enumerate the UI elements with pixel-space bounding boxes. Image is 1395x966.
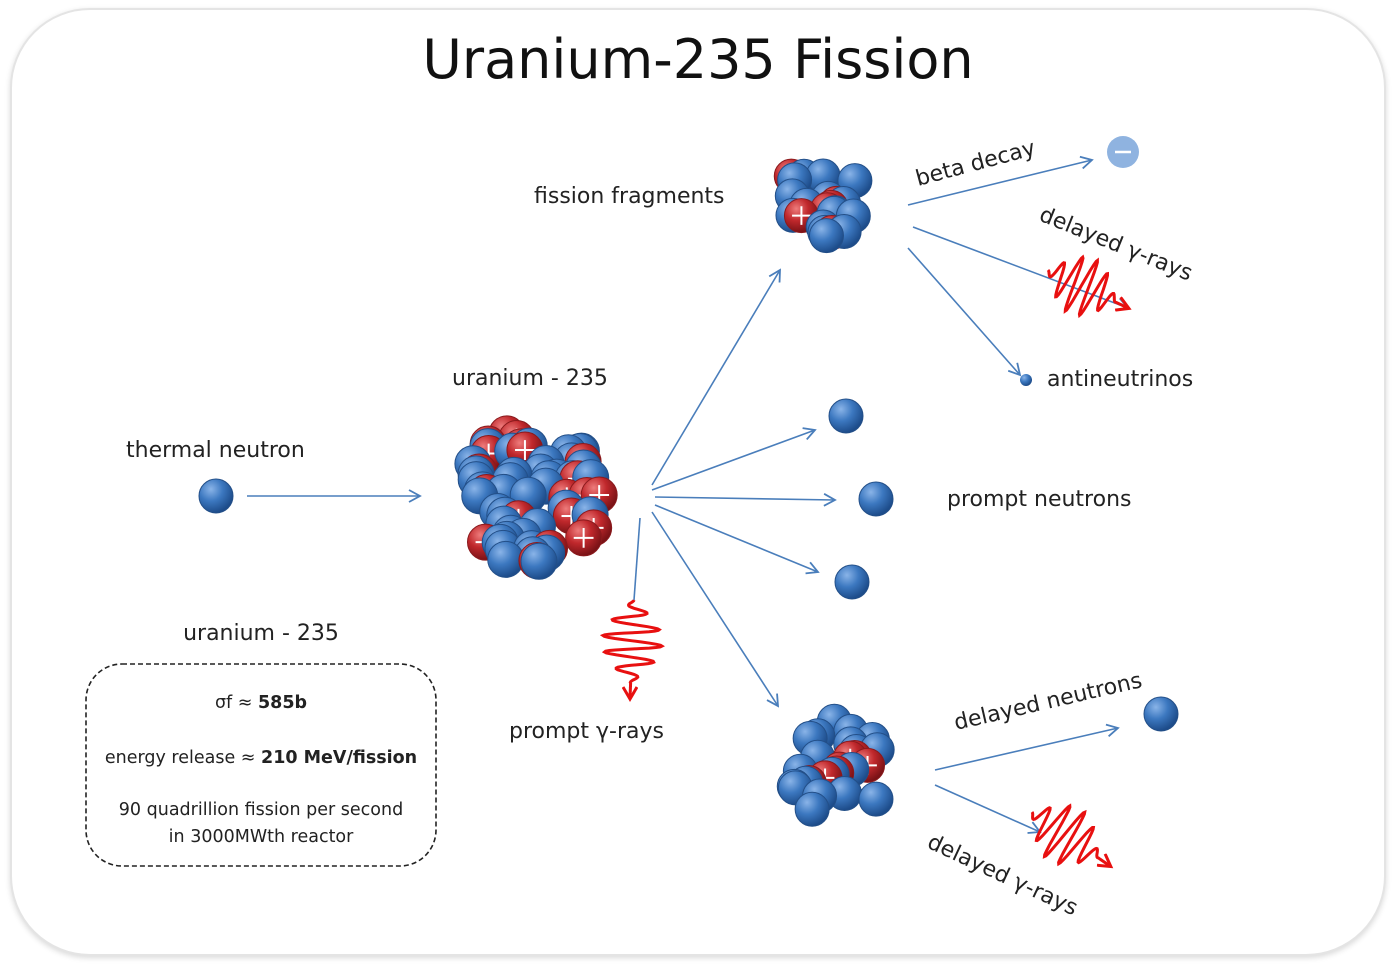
- fission-rate-line2: in 3000MWth reactor: [169, 827, 354, 847]
- diagram-frame: [10, 8, 1386, 956]
- fission-fragment-bottom: [776, 703, 895, 827]
- neutron: [520, 542, 558, 580]
- neutron-ball: [834, 564, 870, 600]
- uranium-235-nucleus: [454, 415, 618, 580]
- label-antineutrinos: antineutrinos: [1047, 367, 1193, 392]
- plus-icon: [515, 440, 535, 460]
- fission-fragment-top: [773, 158, 873, 254]
- gamma-ray-wave-icon: [1046, 254, 1128, 319]
- label-prompt-gamma: prompt γ-rays: [509, 719, 664, 744]
- neutron: [858, 781, 894, 817]
- arrow: [654, 504, 820, 575]
- label-fission-fragments: fission fragments: [534, 184, 725, 209]
- arrow: [651, 268, 781, 486]
- label-info-heading: uranium - 235: [183, 621, 339, 646]
- label-beta-decay: beta decay: [913, 136, 1038, 192]
- arrows: [247, 155, 1130, 834]
- neutron: [794, 791, 830, 827]
- gamma-ray-wave-icon: [1030, 803, 1110, 866]
- neutron-ball: [198, 478, 234, 514]
- energy-release: energy release ≈ 210 MeV/fission: [105, 748, 417, 768]
- neutron: [808, 218, 844, 254]
- label-delayed-gamma-top: delayed γ-rays: [1036, 202, 1196, 286]
- neutron: [487, 540, 525, 578]
- arrow: [907, 247, 1022, 377]
- gamma-waves: [599, 254, 1128, 866]
- particles: [198, 136, 1179, 732]
- arrow: [651, 427, 817, 491]
- cross-section: σf ≈ 585b: [215, 693, 307, 713]
- plus-icon: [792, 206, 811, 225]
- label-prompt-neutrons: prompt neutrons: [947, 487, 1131, 512]
- arrow: [934, 723, 1120, 771]
- plus-icon: [573, 527, 594, 548]
- antineutrino: [1020, 374, 1032, 386]
- arrow: [651, 511, 780, 708]
- label-thermal-neutron: thermal neutron: [126, 438, 305, 463]
- neutron-ball: [858, 481, 894, 517]
- label-delayed-neutrons: delayed neutrons: [952, 668, 1145, 736]
- info-box: σf ≈ 585b energy release ≈ 210 MeV/fissi…: [85, 663, 437, 867]
- gamma-ray-wave-icon: [599, 599, 665, 698]
- arrow: [934, 784, 1042, 834]
- neutron-ball: [828, 398, 864, 434]
- neutron-ball: [1143, 696, 1179, 732]
- nuclei: [454, 158, 895, 827]
- page-title: Uranium-235 Fission: [422, 28, 973, 91]
- arrow: [907, 155, 1094, 206]
- arrow: [654, 493, 837, 507]
- fission-rate-line1: 90 quadrillion fission per second: [119, 800, 403, 820]
- label-uranium-235: uranium - 235: [452, 366, 608, 391]
